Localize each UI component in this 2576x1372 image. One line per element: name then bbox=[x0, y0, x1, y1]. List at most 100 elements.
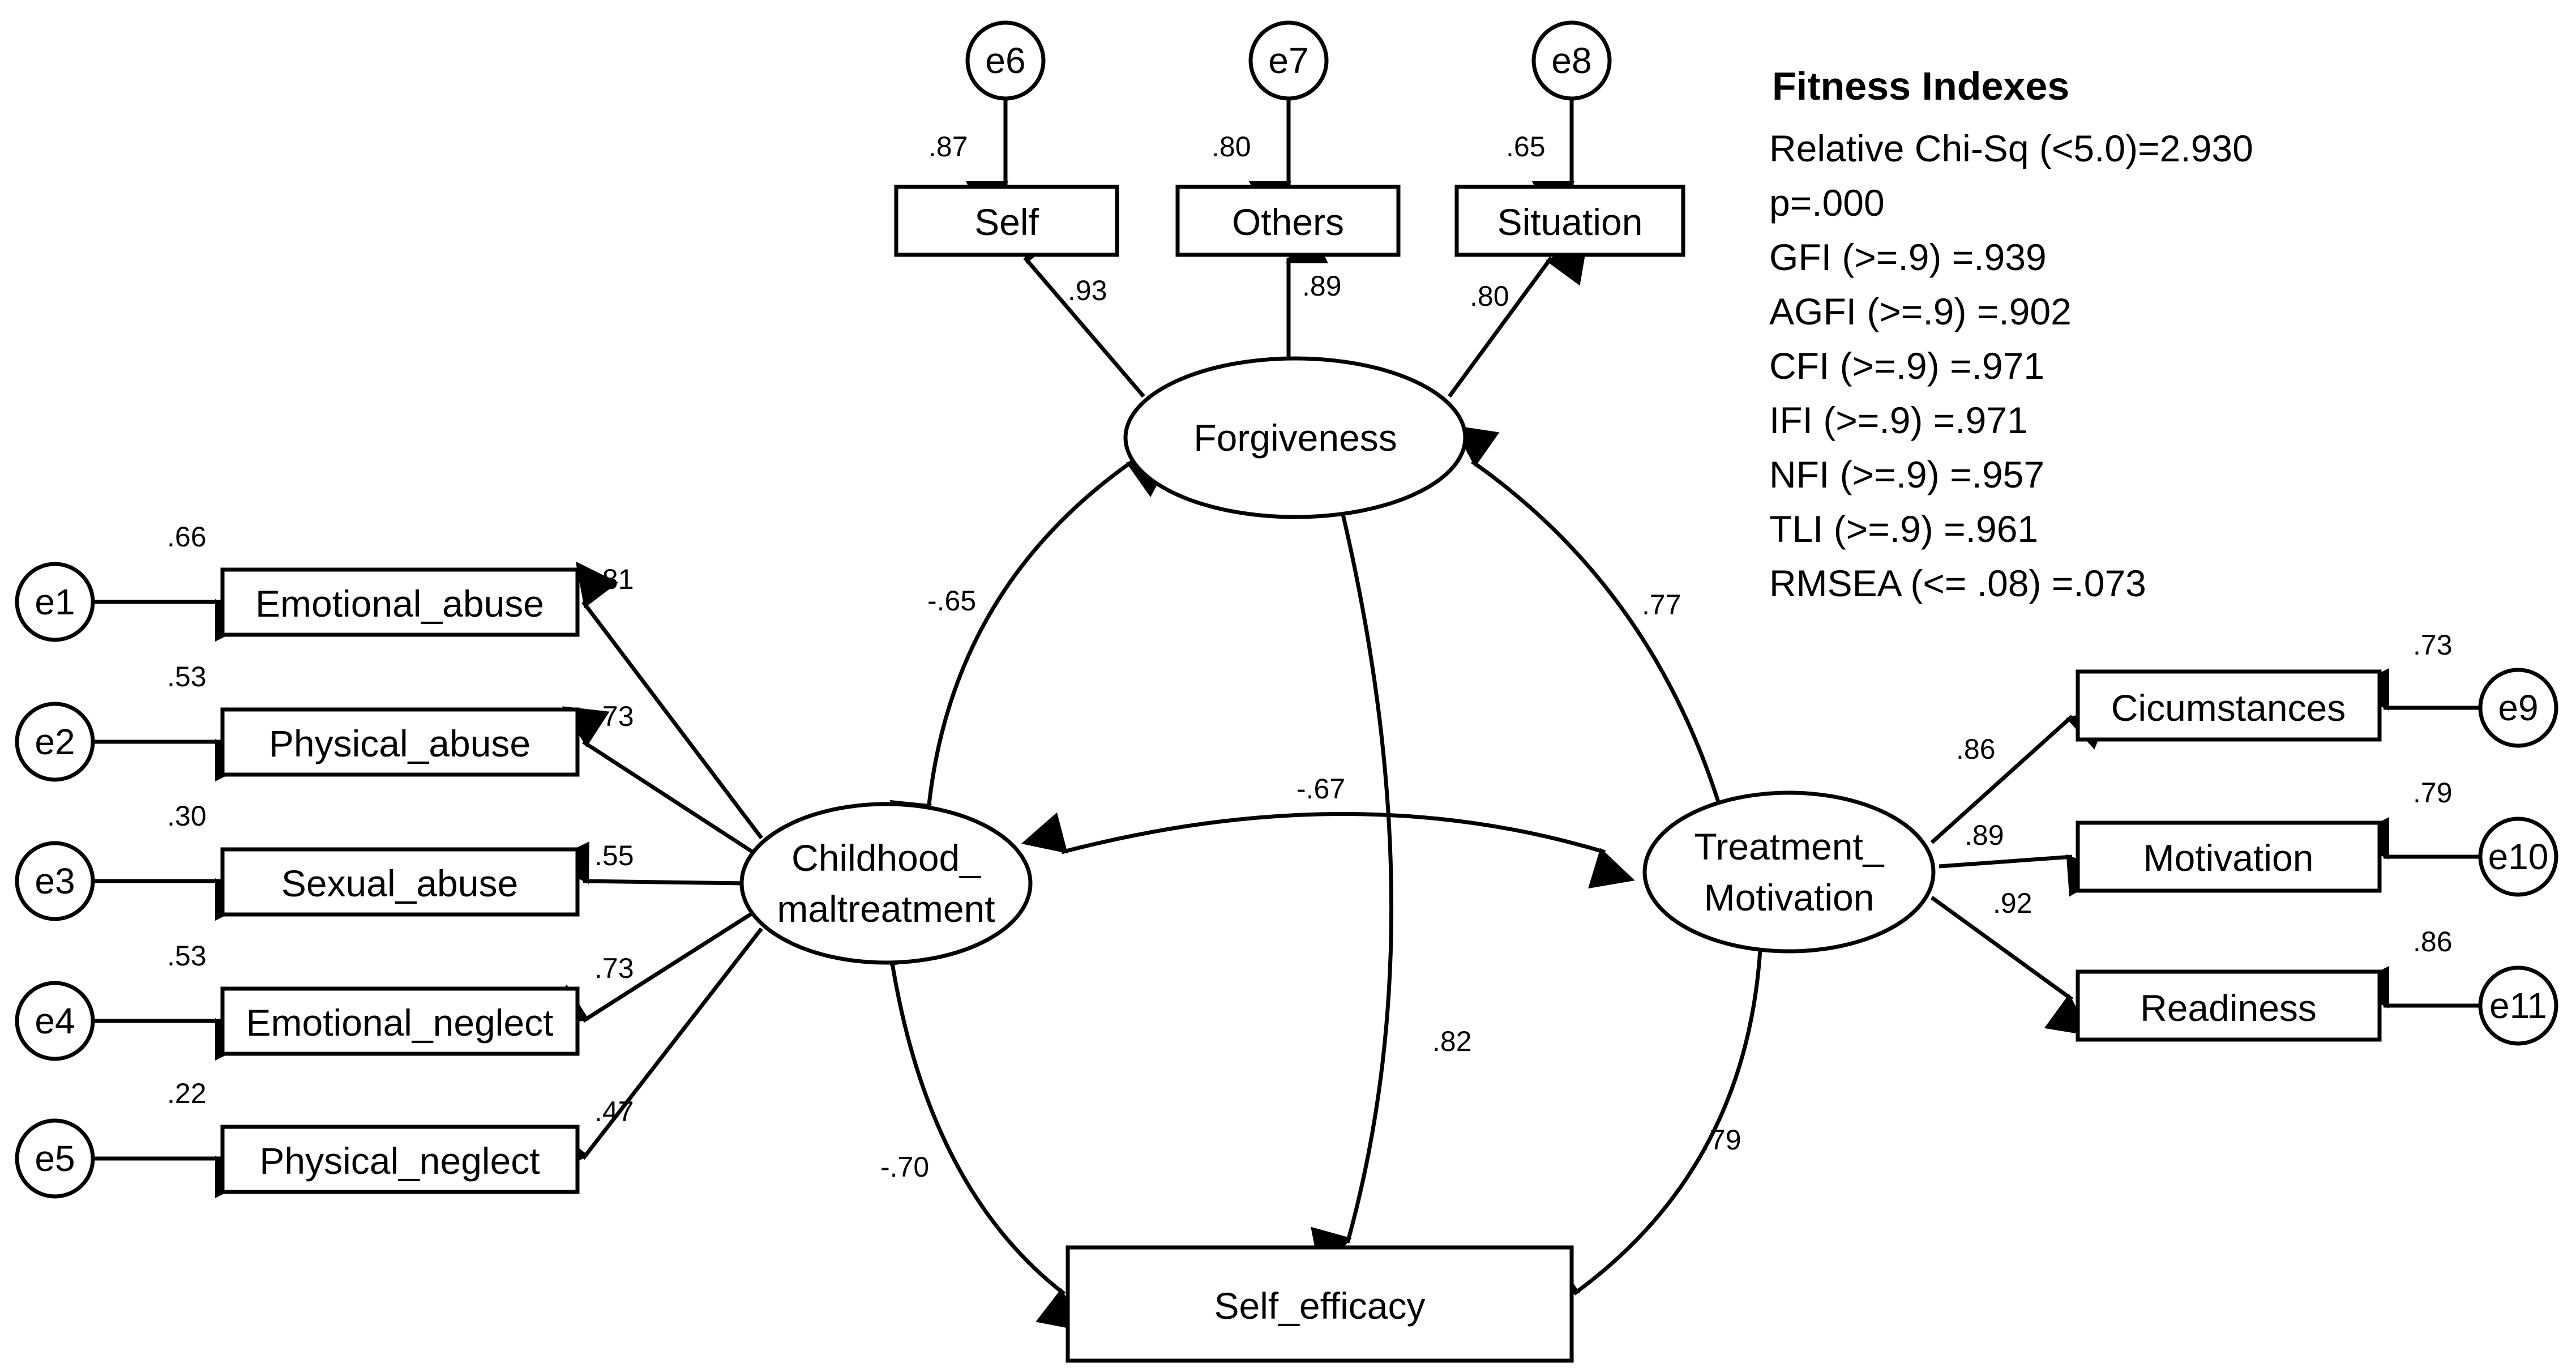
loading-treatment-readiness bbox=[1930, 896, 2091, 1036]
latent-treatment-label-line2: Motivation bbox=[1704, 877, 1875, 918]
r2-emotional-neglect: .53 bbox=[167, 940, 207, 972]
observed-motivation: Motivation bbox=[2076, 820, 2382, 893]
r-squared-labels: .87 .80 .65 .66 .53 .30 .53 .22 .73 .79 … bbox=[167, 131, 2453, 1109]
corr-label-childhood-selfefficacy: -.70 bbox=[880, 1151, 929, 1183]
r2-circumstances: .73 bbox=[2413, 629, 2453, 661]
observed-variables: Self Others Situation Emotional_abuse Ph… bbox=[220, 185, 2382, 1363]
observed-physical-neglect: Physical_neglect bbox=[220, 1125, 580, 1194]
error-terms: e6 e7 e8 e1 e2 e3 e4 e5 e9 e10 e11 bbox=[15, 20, 2558, 1199]
r2-sexual-abuse: .30 bbox=[167, 800, 207, 832]
corr-childhood-selfefficacy bbox=[889, 920, 1082, 1331]
loading-labels: .93 .89 .80 .81 .73 .55 .73 .47 .86 .89 … bbox=[594, 270, 2032, 1127]
observed-readiness-label: Readiness bbox=[2140, 987, 2317, 1029]
latent-forgiveness: Forgiveness bbox=[1123, 356, 1467, 519]
error-e6-label: e6 bbox=[985, 40, 1025, 81]
r2-emotional-abuse: .66 bbox=[167, 521, 207, 553]
error-e7: e7 bbox=[1248, 20, 1329, 101]
observed-physical-abuse: Physical_abuse bbox=[220, 707, 580, 777]
corr-forgiveness-selfefficacy bbox=[1311, 469, 1394, 1273]
error-e5-label: e5 bbox=[35, 1138, 75, 1179]
observed-self-efficacy: Self_efficacy bbox=[1066, 1245, 1574, 1363]
error-e5: e5 bbox=[15, 1118, 95, 1199]
r2-motivation: .79 bbox=[2413, 777, 2453, 809]
error-e3: e3 bbox=[15, 841, 95, 921]
latent-treatment-label-line1: Treatment_ bbox=[1694, 826, 1884, 867]
fitness-line: AGFI (>=.9) =.902 bbox=[1769, 290, 2072, 332]
r2-physical-abuse: .53 bbox=[167, 661, 207, 693]
loading-physical-abuse: .73 bbox=[594, 700, 634, 732]
error-e2-label: e2 bbox=[35, 721, 75, 762]
loading-emotional-neglect: .73 bbox=[594, 952, 634, 984]
latent-childhood-label-line2: maltreatment bbox=[777, 888, 995, 930]
corr-label-forgiveness-treatment: .77 bbox=[1642, 589, 1681, 621]
observed-self: Self bbox=[894, 185, 1119, 257]
loading-situation: .80 bbox=[1470, 280, 1509, 312]
correlation-labels: -.65 .77 -.67 .82 -.70 .79 bbox=[880, 585, 1741, 1183]
loading-forgiveness-self bbox=[1015, 217, 1145, 398]
r2-others: .80 bbox=[1212, 131, 1251, 163]
corr-forgiveness-treatment bbox=[1452, 425, 1723, 852]
r2-readiness: .86 bbox=[2413, 926, 2453, 958]
fitness-line: TLI (>=.9) =.961 bbox=[1769, 508, 2038, 550]
observed-situation: Situation bbox=[1454, 185, 1685, 257]
corr-label-forgiveness-selfefficacy: .82 bbox=[1432, 1025, 1472, 1057]
observed-sexual-abuse: Sexual_abuse bbox=[220, 847, 580, 917]
loading-forgiveness-situation bbox=[1448, 238, 1588, 398]
error-e11: e11 bbox=[2478, 965, 2558, 1046]
error-e6: e6 bbox=[965, 20, 1046, 101]
latent-forgiveness-label: Forgiveness bbox=[1193, 417, 1397, 459]
corr-childhood-treatment bbox=[1021, 812, 1635, 889]
error-e7-label: e7 bbox=[1268, 40, 1308, 81]
fitness-line: GFI (>=.9) =.939 bbox=[1769, 236, 2047, 278]
observed-situation-label: Situation bbox=[1497, 201, 1643, 243]
error-e4: e4 bbox=[15, 981, 95, 1061]
observed-readiness: Readiness bbox=[2076, 969, 2382, 1042]
observed-physical-neglect-label: Physical_neglect bbox=[259, 1140, 540, 1182]
loading-motivation: .89 bbox=[1965, 819, 2004, 851]
loading-readiness: .92 bbox=[1993, 887, 2032, 919]
latent-childhood-label-line1: Childhood_ bbox=[791, 837, 981, 879]
error-e1-label: e1 bbox=[35, 582, 75, 622]
error-e3-label: e3 bbox=[35, 861, 75, 901]
fitness-line: CFI (>=.9) =.971 bbox=[1769, 345, 2044, 387]
observed-circumstances-label: Cicumstances bbox=[2111, 687, 2346, 729]
edges bbox=[94, 100, 2480, 1331]
error-e1: e1 bbox=[15, 562, 95, 642]
corr-label-childhood-treatment: -.67 bbox=[1296, 773, 1345, 805]
error-e9: e9 bbox=[2478, 668, 2558, 748]
latent-childhood-maltreatment: Childhood_ maltreatment bbox=[739, 802, 1033, 965]
error-e11-label: e11 bbox=[2489, 985, 2547, 1026]
loading-childhood-sexual-abuse bbox=[546, 841, 747, 886]
loading-childhood-emotional-neglect bbox=[542, 911, 754, 1025]
loading-childhood-physical-neglect bbox=[546, 927, 763, 1177]
observed-physical-abuse-label: Physical_abuse bbox=[269, 723, 530, 764]
loading-others: .89 bbox=[1302, 270, 1342, 302]
error-e4-label: e4 bbox=[35, 1001, 75, 1041]
loading-childhood-emotional-abuse bbox=[575, 561, 763, 840]
error-e8-label: e8 bbox=[1551, 40, 1591, 81]
loading-childhood-physical-abuse bbox=[562, 706, 754, 854]
observed-sexual-abuse-label: Sexual_abuse bbox=[281, 862, 518, 904]
error-e10-label: e10 bbox=[2488, 836, 2549, 877]
loading-treatment-motivation bbox=[1939, 854, 2111, 897]
corr-treatment-selfefficacy bbox=[1533, 904, 1800, 1301]
error-e8: e8 bbox=[1531, 20, 1612, 101]
observed-self-efficacy-label: Self_efficacy bbox=[1214, 1285, 1426, 1327]
observed-others: Others bbox=[1175, 185, 1401, 257]
observed-emotional-abuse: Emotional_abuse bbox=[220, 567, 580, 637]
loading-circumstances: .86 bbox=[1956, 733, 1996, 765]
fitness-line: NFI (>=.9) =.957 bbox=[1769, 454, 2044, 495]
fitness-line: Relative Chi-Sq (<5.0)=2.930 bbox=[1769, 127, 2253, 169]
observed-motivation-label: Motivation bbox=[2143, 837, 2314, 879]
observed-circumstances: Cicumstances bbox=[2076, 669, 2382, 742]
loading-sexual-abuse: .55 bbox=[594, 840, 634, 871]
loading-physical-neglect: .47 bbox=[594, 1096, 634, 1127]
observed-emotional-neglect: Emotional_neglect bbox=[220, 986, 580, 1056]
error-e10: e10 bbox=[2478, 817, 2558, 897]
r2-physical-neglect: .22 bbox=[167, 1078, 207, 1109]
fitness-line: p=.000 bbox=[1769, 182, 1885, 224]
observed-self-label: Self bbox=[974, 201, 1039, 243]
error-e2: e2 bbox=[15, 702, 95, 782]
latent-variables: Forgiveness Childhood_ maltreatment Trea… bbox=[739, 356, 1936, 965]
